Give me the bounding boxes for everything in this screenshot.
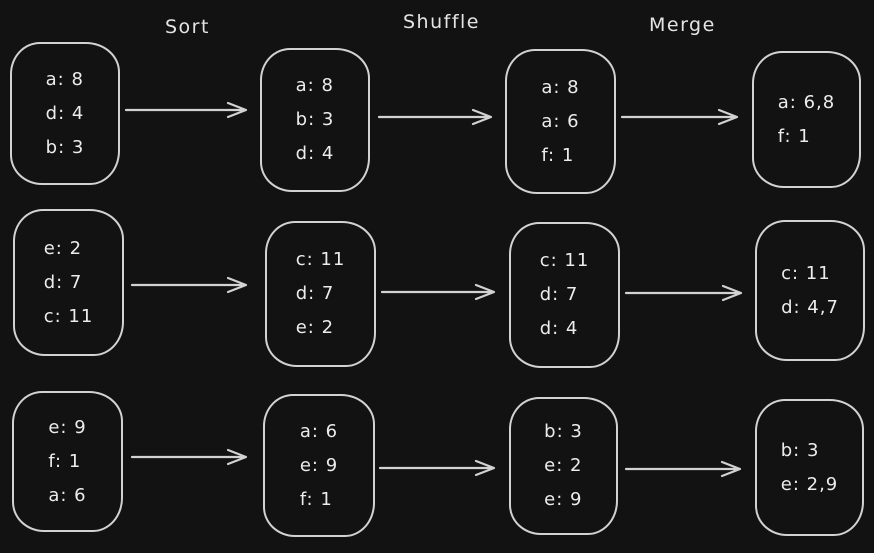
kv-line: f: 1	[541, 144, 575, 166]
kv-line: d: 7	[539, 284, 579, 305]
kv-list: e: 9 f: 1 a: 6	[48, 411, 86, 513]
kv-list: a: 8 b: 3 d: 4	[296, 69, 335, 171]
kv-line: f: 1	[777, 125, 811, 147]
arrow-row2-merge	[624, 284, 743, 302]
kv-line: d: 4,7	[781, 296, 839, 318]
kv-line: d: 7	[43, 271, 83, 293]
kv-line: d: 7	[295, 283, 335, 304]
kv-line: c: 11	[43, 305, 94, 327]
node-row1-input: a: 8 d: 4 b: 3	[10, 42, 120, 185]
kv-line: e: 2,9	[780, 473, 839, 495]
node-row3-merged: b: 3 e: 2,9	[755, 399, 864, 536]
node-row1-shuffled: a: 8 a: 6 f: 1	[505, 49, 616, 194]
kv-line: a: 6	[541, 110, 580, 132]
kv-line: e: 9	[48, 416, 87, 438]
kv-line: e: 9	[299, 454, 339, 476]
kv-list: c: 11 d: 7 d: 4	[540, 244, 590, 346]
node-row3-shuffled: b: 3 e: 2 e: 9	[509, 397, 618, 535]
arrow-row2-sort	[130, 276, 248, 294]
kv-list: e: 2 d: 7 c: 11	[44, 232, 94, 334]
kv-line: d: 4	[539, 318, 579, 339]
kv-list: c: 11 d: 4,7	[781, 257, 839, 325]
kv-line: c: 11	[295, 249, 346, 270]
kv-list: b: 3 e: 2 e: 9	[544, 415, 583, 517]
kv-list: a: 8 a: 6 f: 1	[541, 71, 579, 173]
node-row2-shuffled: c: 11 d: 7 d: 4	[509, 222, 620, 368]
kv-list: a: 6 e: 9 f: 1	[300, 415, 338, 517]
kv-line: e: 2	[295, 317, 335, 338]
arrow-row3-merge	[624, 460, 742, 478]
node-row2-sorted: c: 11 d: 7 e: 2	[265, 221, 376, 367]
kv-line: e: 2	[43, 237, 83, 259]
node-row2-merged: c: 11 d: 4,7	[755, 220, 865, 361]
stage-label-shuffle: Shuffle	[403, 11, 480, 33]
kv-line: e: 2	[544, 455, 583, 476]
arrow-row1-sort	[124, 101, 248, 119]
node-row3-sorted: a: 6 e: 9 f: 1	[263, 394, 375, 537]
arrow-row1-shuffle	[377, 108, 493, 126]
node-row1-sorted: a: 8 b: 3 d: 4	[260, 48, 370, 192]
kv-line: a: 8	[541, 76, 580, 98]
kv-line: b: 3	[295, 109, 335, 130]
node-row2-input: e: 2 d: 7 c: 11	[13, 209, 124, 356]
arrow-row1-merge	[620, 108, 739, 126]
kv-line: c: 11	[539, 250, 590, 271]
kv-line: b: 3	[780, 439, 820, 461]
kv-line: a: 8	[295, 75, 334, 96]
kv-line: a: 6,8	[777, 91, 836, 113]
node-row3-input: e: 9 f: 1 a: 6	[12, 391, 123, 532]
kv-list: b: 3 e: 2,9	[781, 434, 839, 502]
stage-label-sort: Sort	[165, 16, 210, 38]
kv-list: a: 8 d: 4 b: 3	[46, 63, 85, 165]
kv-line: d: 4	[45, 102, 85, 124]
stage-label-merge: Merge	[649, 14, 716, 36]
kv-line: a: 6	[48, 484, 87, 506]
kv-line: b: 3	[544, 421, 583, 442]
arrow-row3-sort	[130, 448, 248, 466]
kv-line: a: 8	[45, 68, 84, 90]
kv-line: a: 6	[299, 420, 339, 442]
kv-line: d: 4	[295, 143, 335, 164]
kv-list: a: 6,8 f: 1	[778, 86, 835, 154]
kv-list: c: 11 d: 7 e: 2	[296, 243, 346, 345]
kv-line: f: 1	[48, 450, 82, 472]
node-row1-merged: a: 6,8 f: 1	[752, 51, 861, 188]
arrow-row2-shuffle	[380, 283, 496, 301]
kv-line: b: 3	[45, 136, 85, 158]
kv-line: f: 1	[299, 488, 333, 510]
kv-line: e: 9	[544, 489, 583, 510]
arrow-row3-shuffle	[378, 459, 496, 477]
kv-line: c: 11	[781, 262, 831, 284]
